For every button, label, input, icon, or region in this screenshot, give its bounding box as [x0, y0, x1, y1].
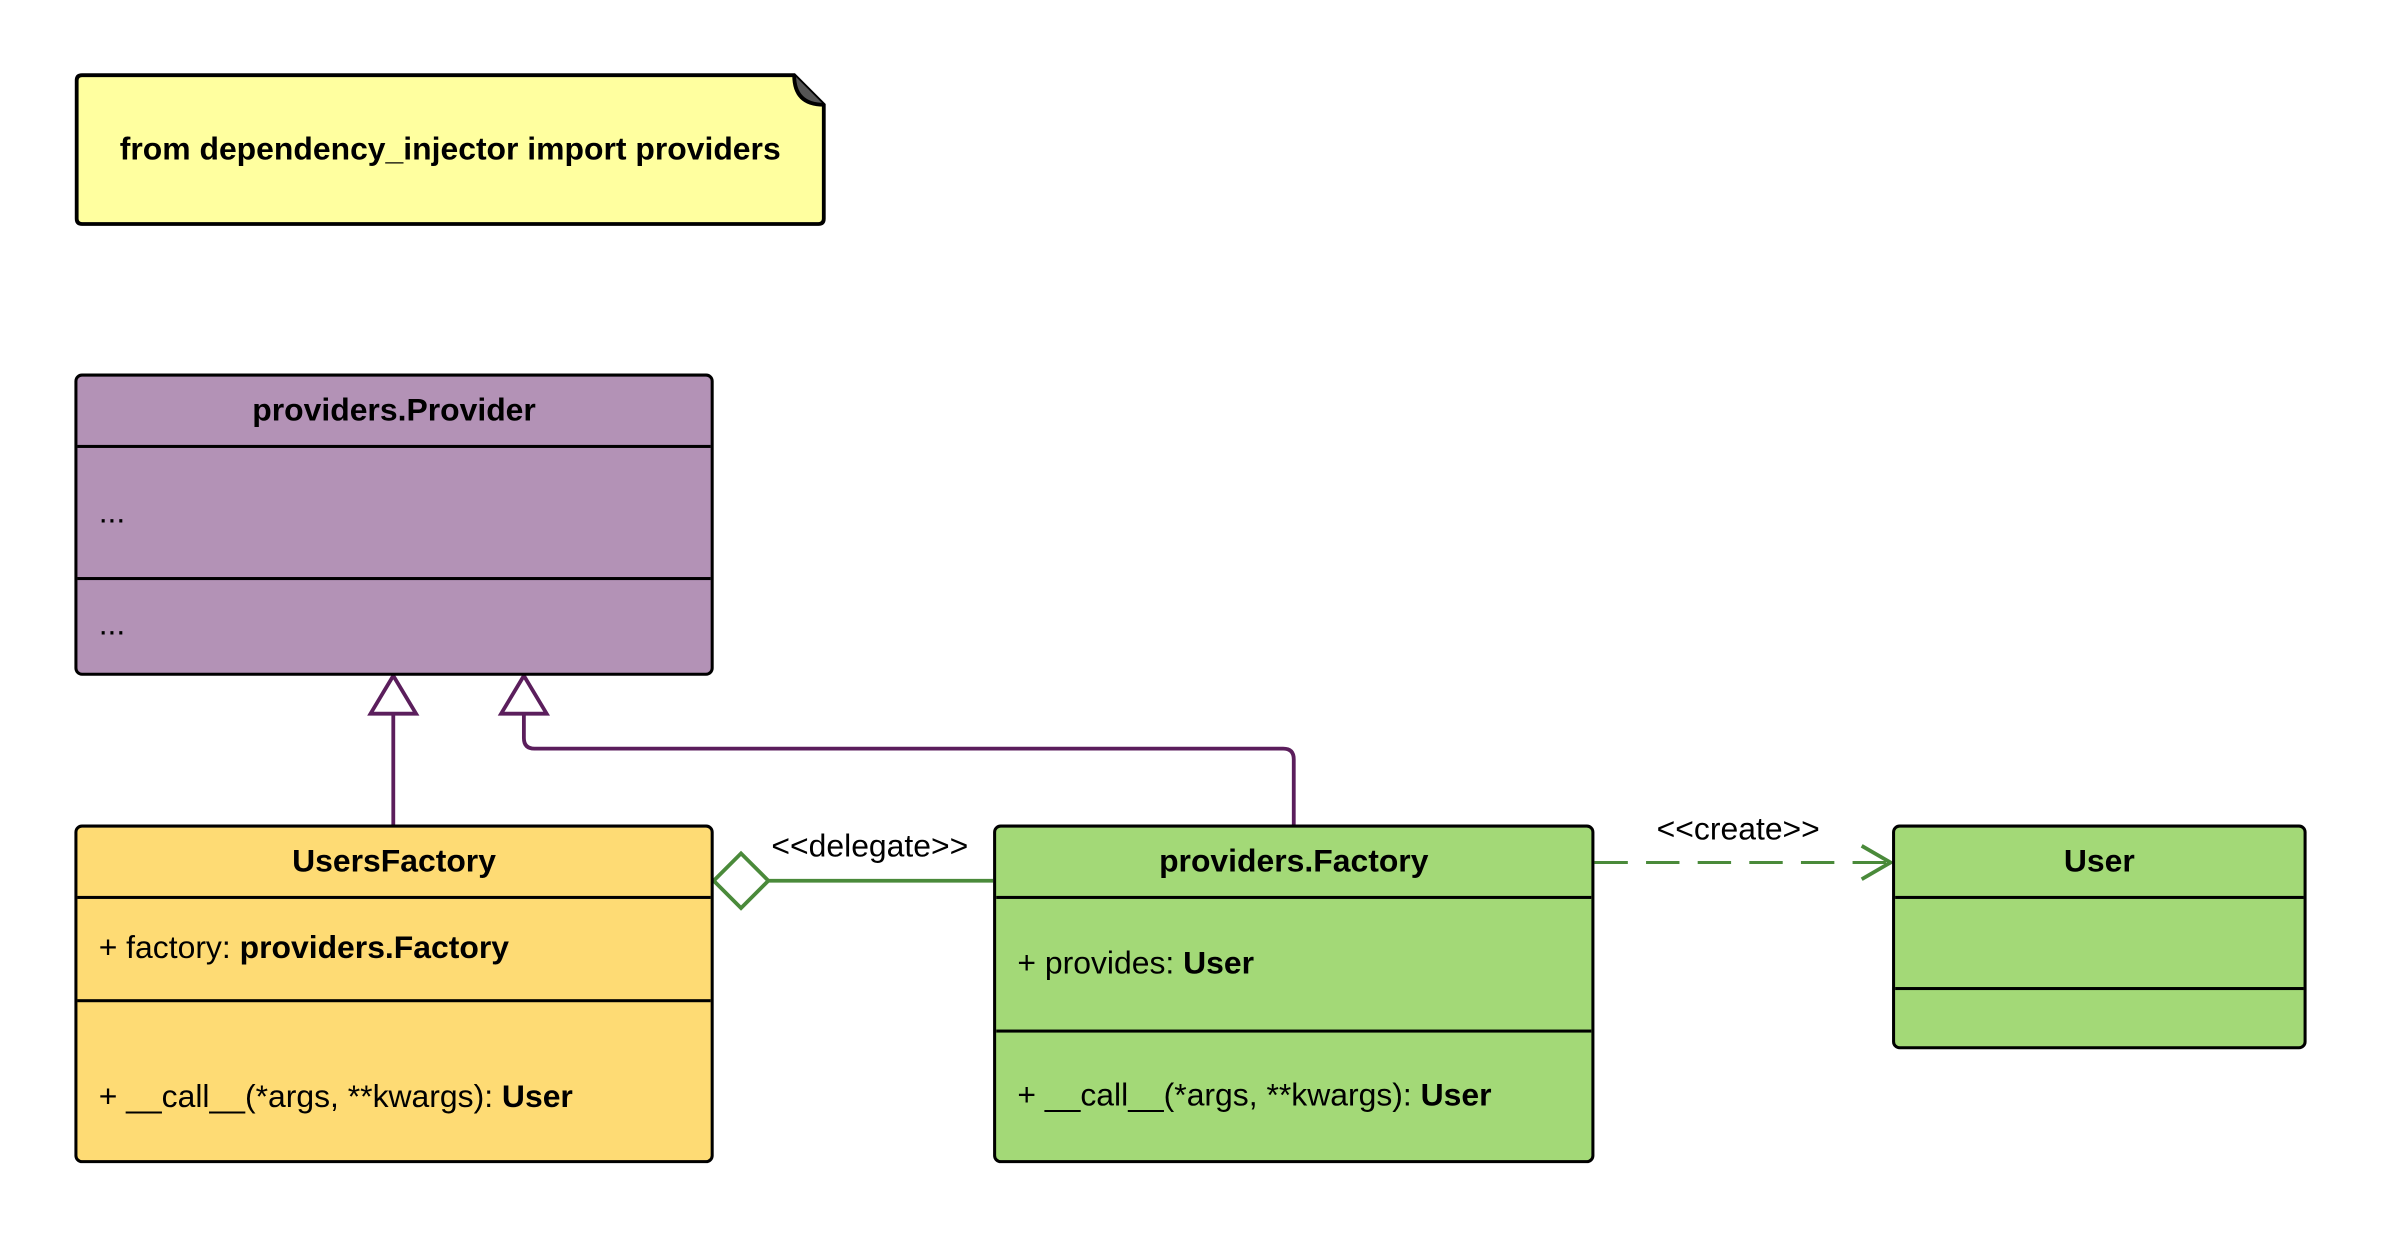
class-methods: + __call__(*args, **kwargs): User: [996, 1033, 1591, 1159]
class-providers-factory[interactable]: providers.Factory + provides: User + __c…: [993, 824, 1595, 1164]
class-attributes: + provides: User: [996, 899, 1592, 1033]
attribute-type: User: [1183, 946, 1255, 981]
attribute-prefix: + factory:: [98, 930, 240, 966]
create-label: <<create>>: [1656, 812, 1820, 848]
class-name: providers.Provider: [77, 377, 711, 448]
method-prefix: + __call__(*args, **kwargs):: [98, 1079, 502, 1115]
create-dependency-arrowhead: [1860, 844, 1895, 881]
class-user[interactable]: User: [1892, 824, 2307, 1050]
method-return-type: User: [1420, 1077, 1492, 1113]
attribute-type: providers.Factory: [239, 930, 510, 966]
class-methods: + __call__(*args, **kwargs): User: [77, 1002, 710, 1158]
class-methods: [1895, 990, 2303, 1045]
class-attributes: + factory: providers.Factory: [77, 899, 711, 1003]
class-attributes: ...: [77, 448, 711, 581]
aggregation-diamond: [711, 850, 772, 911]
inheritance-line-factory: [521, 713, 1296, 825]
class-name: User: [1895, 828, 2304, 899]
class-name: UsersFactory: [77, 828, 711, 899]
delegate-label: <<delegate>>: [771, 829, 969, 865]
class-methods: ...: [98, 607, 126, 643]
class-providers-provider[interactable]: providers.Provider ... ...: [74, 373, 714, 676]
method-prefix: + __call__(*args, **kwargs):: [1017, 1077, 1421, 1113]
method-return-type: User: [501, 1079, 573, 1115]
class-usersfactory[interactable]: UsersFactory + factory: providers.Factor…: [74, 824, 714, 1164]
inheritance-arrowhead-factory: [497, 672, 551, 716]
inheritance-arrowhead-usersfactory: [367, 672, 420, 716]
class-name: providers.Factory: [996, 828, 1592, 899]
attribute-prefix: + provides:: [1017, 946, 1184, 981]
note-text: from dependency_injector import provider…: [119, 131, 781, 167]
class-attributes: [1895, 899, 2304, 991]
note-shape: [74, 73, 826, 226]
import-note: from dependency_injector import provider…: [74, 73, 826, 226]
